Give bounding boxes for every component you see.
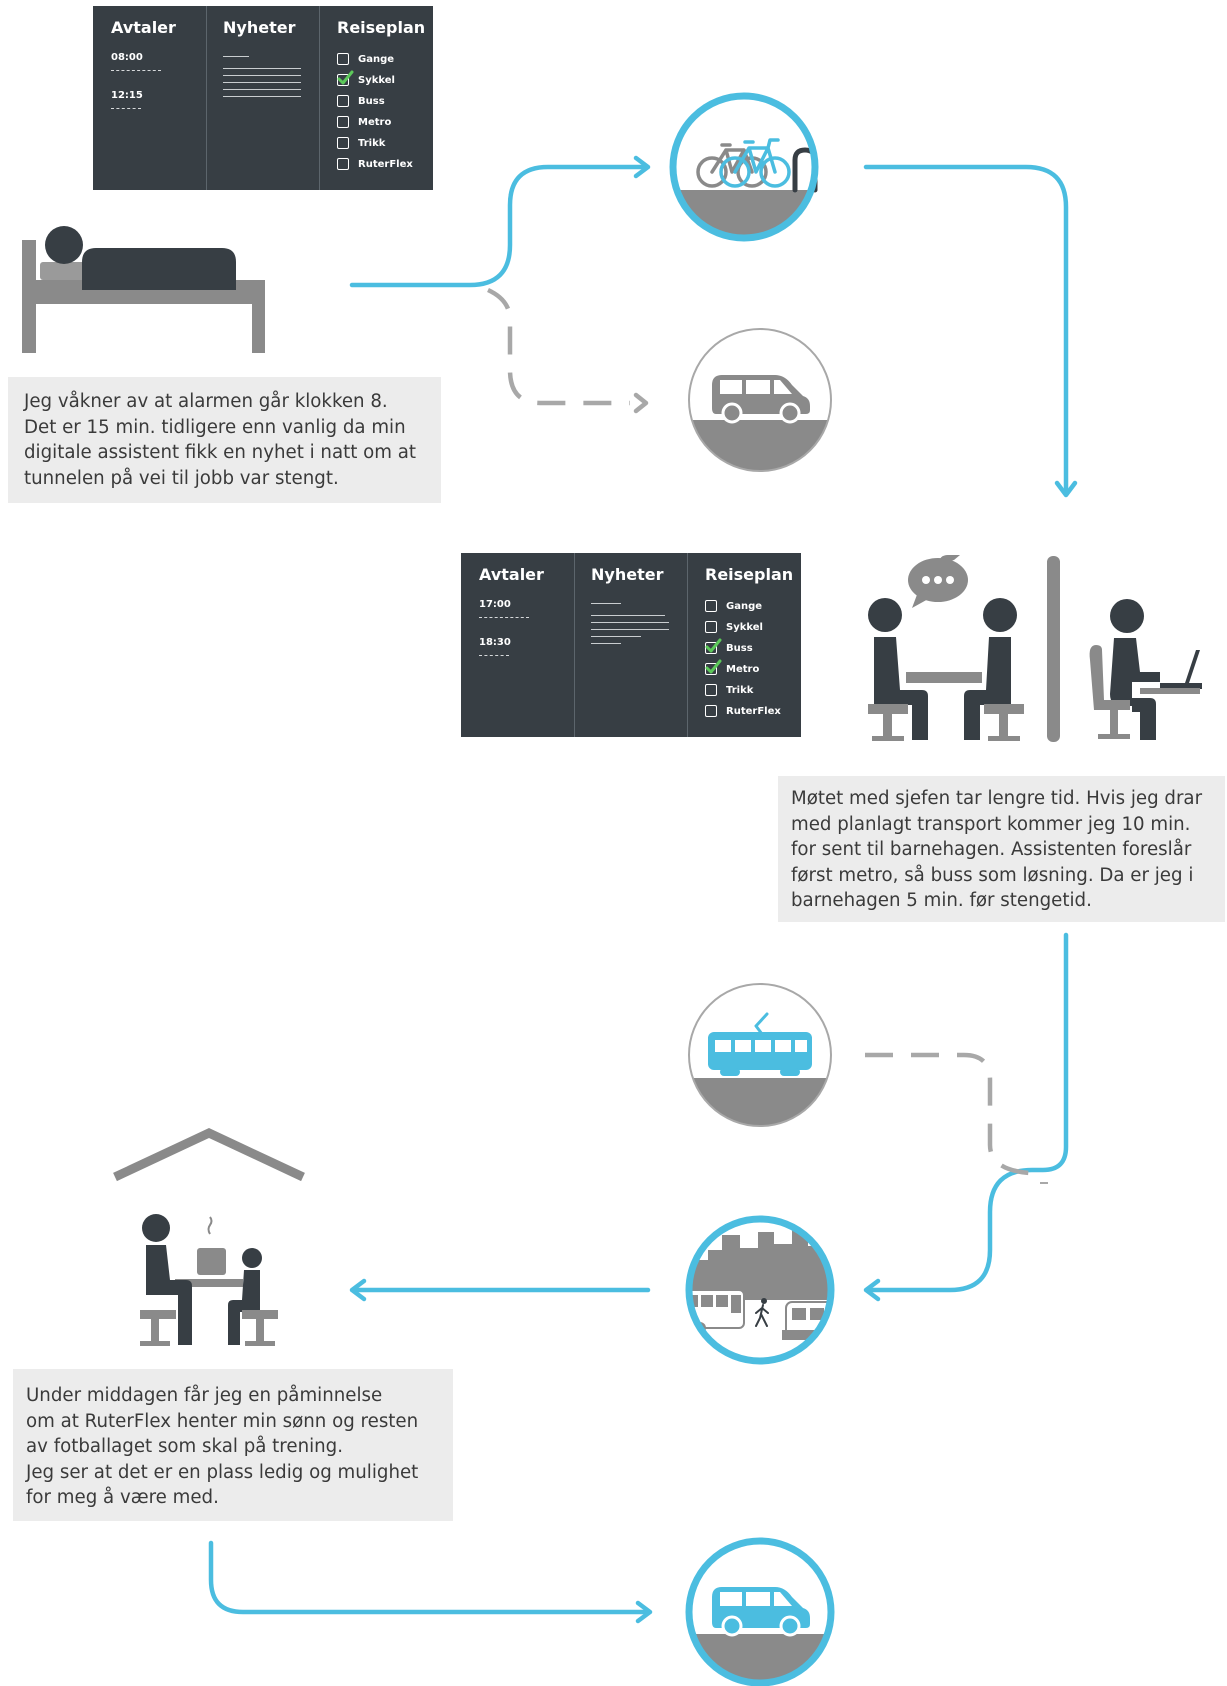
checkmark-icon bbox=[705, 659, 722, 674]
travel-option-bike[interactable]: Sykkel bbox=[337, 70, 395, 86]
bicycle-circle-icon bbox=[669, 92, 819, 242]
appointment-placeholder bbox=[111, 108, 141, 109]
appointment-time: 12:15 bbox=[111, 90, 143, 101]
checkbox[interactable] bbox=[337, 95, 349, 107]
panel-header-news: Nyheter bbox=[591, 565, 664, 584]
appointment-placeholder bbox=[111, 70, 161, 71]
minivan-circle-icon bbox=[688, 328, 832, 472]
news-line bbox=[223, 75, 301, 76]
arrowhead bbox=[633, 155, 651, 179]
alternative-route-connector bbox=[865, 1052, 1031, 1176]
meeting-office-icon bbox=[868, 555, 1202, 742]
news-line bbox=[223, 56, 249, 57]
travel-option-ruterflex[interactable]: RuterFlex bbox=[337, 158, 413, 170]
checkbox[interactable] bbox=[705, 600, 717, 612]
caption-meeting: Møtet med sjefen tar lengre tid. Hvis je… bbox=[778, 776, 1225, 922]
appointment-placeholder bbox=[479, 617, 529, 618]
arrowhead bbox=[635, 1600, 653, 1624]
panel-header-travel-plan: Reiseplan bbox=[337, 18, 426, 37]
panel-divider bbox=[574, 553, 575, 737]
arrowhead bbox=[1054, 480, 1078, 498]
family-dinner-house-icon bbox=[113, 1128, 305, 1346]
checkbox[interactable] bbox=[337, 53, 349, 65]
route-connector-bike bbox=[349, 164, 647, 288]
caption-line: Møtet med sjefen tar lengre tid. Hvis je… bbox=[791, 788, 1203, 809]
travel-option-walk[interactable]: Gange bbox=[705, 600, 762, 612]
news-line bbox=[591, 615, 665, 616]
panel-header-appointments: Avtaler bbox=[111, 18, 176, 37]
appointment-time: 17:00 bbox=[479, 599, 511, 610]
appointment-time: 18:30 bbox=[479, 637, 511, 648]
news-line bbox=[223, 82, 301, 83]
checkbox[interactable] bbox=[705, 659, 722, 675]
panel-divider bbox=[206, 6, 207, 190]
appointment-time: 08:00 bbox=[111, 52, 143, 63]
checkbox[interactable] bbox=[337, 116, 349, 128]
caption-dinner: Under middagen får jeg en påminnelse om … bbox=[13, 1369, 453, 1521]
arrowhead bbox=[633, 392, 649, 414]
caption-line: med planlagt transport kommer jeg 10 min… bbox=[791, 813, 1191, 835]
caption-line: først metro, så buss som løsning. Da er … bbox=[791, 864, 1194, 886]
news-line bbox=[591, 643, 621, 644]
checkmark-icon bbox=[705, 638, 722, 653]
checkbox[interactable] bbox=[337, 70, 354, 86]
caption-line: barnehagen 5 min. før stengetid. bbox=[791, 890, 1092, 911]
checkbox[interactable] bbox=[705, 705, 717, 717]
checkbox[interactable] bbox=[705, 638, 722, 654]
news-line bbox=[223, 89, 301, 90]
news-line bbox=[223, 68, 301, 69]
travel-option-metro[interactable]: Metro bbox=[337, 116, 391, 128]
checkbox[interactable] bbox=[337, 137, 349, 149]
caption-line: Jeg våkner av at alarmen går klokken 8. bbox=[24, 391, 388, 412]
travel-option-bike[interactable]: Sykkel bbox=[705, 621, 763, 633]
caption-line: Jeg ser at det er en plass ledig og muli… bbox=[26, 1461, 419, 1483]
checkbox[interactable] bbox=[337, 158, 349, 170]
route-connector-to-meeting bbox=[863, 164, 1069, 495]
travel-option-bus[interactable]: Buss bbox=[705, 638, 753, 654]
travel-option-walk[interactable]: Gange bbox=[337, 53, 394, 65]
caption-line: Det er 15 min. tidligere enn vanlig da m… bbox=[24, 416, 406, 438]
news-line bbox=[591, 636, 641, 637]
panel-header-news: Nyheter bbox=[223, 18, 296, 37]
alternative-route-connector bbox=[487, 287, 630, 406]
news-line bbox=[223, 96, 301, 97]
caption-line: Under middagen får jeg en påminnelse bbox=[26, 1385, 383, 1406]
caption-morning: Jeg våkner av at alarmen går klokken 8. … bbox=[8, 377, 441, 503]
travel-option-tram[interactable]: Trikk bbox=[337, 137, 385, 149]
ruterflex-minivan-circle-icon bbox=[685, 1537, 835, 1686]
panel-divider bbox=[687, 553, 688, 737]
tram-circle-icon bbox=[688, 983, 832, 1127]
caption-line: tunnelen på vei til jobb var stengt. bbox=[24, 467, 339, 489]
travel-option-bus[interactable]: Buss bbox=[337, 95, 385, 107]
assistant-panel-morning: Avtaler Nyheter Reiseplan 08:00 12:15 Ga… bbox=[93, 6, 433, 190]
panel-header-travel-plan: Reiseplan bbox=[705, 565, 794, 584]
checkmark-icon bbox=[337, 70, 354, 85]
checkbox[interactable] bbox=[705, 621, 717, 633]
news-line bbox=[591, 629, 669, 630]
panel-divider bbox=[319, 6, 320, 190]
travel-option-tram[interactable]: Trikk bbox=[705, 684, 753, 696]
route-connector-ruterflex bbox=[208, 1540, 649, 1615]
assistant-panel-afternoon: Avtaler Nyheter Reiseplan 17:00 18:30 Ga… bbox=[461, 553, 801, 737]
news-line bbox=[591, 603, 621, 604]
appointment-placeholder bbox=[479, 655, 509, 656]
arrowhead bbox=[349, 1278, 367, 1302]
route-connector-metro-bus bbox=[866, 932, 1069, 1293]
caption-line: av fotballaget som skal på trening. bbox=[26, 1436, 344, 1457]
panel-header-appointments: Avtaler bbox=[479, 565, 544, 584]
bus-station-circle-icon bbox=[685, 1215, 835, 1365]
caption-line: for sent til barnehagen. Assistenten for… bbox=[791, 839, 1192, 860]
caption-line: for meg å være med. bbox=[26, 1487, 219, 1508]
caption-line: digitale assistent fikk en nyhet i natt … bbox=[24, 442, 417, 463]
checkbox[interactable] bbox=[705, 684, 717, 696]
caption-line: om at RuterFlex henter min sønn og reste… bbox=[26, 1410, 419, 1432]
bed-person-icon bbox=[22, 226, 265, 353]
travel-option-metro[interactable]: Metro bbox=[705, 659, 759, 675]
news-line bbox=[591, 622, 669, 623]
travel-option-ruterflex[interactable]: RuterFlex bbox=[705, 705, 781, 717]
arrowhead bbox=[863, 1278, 881, 1302]
